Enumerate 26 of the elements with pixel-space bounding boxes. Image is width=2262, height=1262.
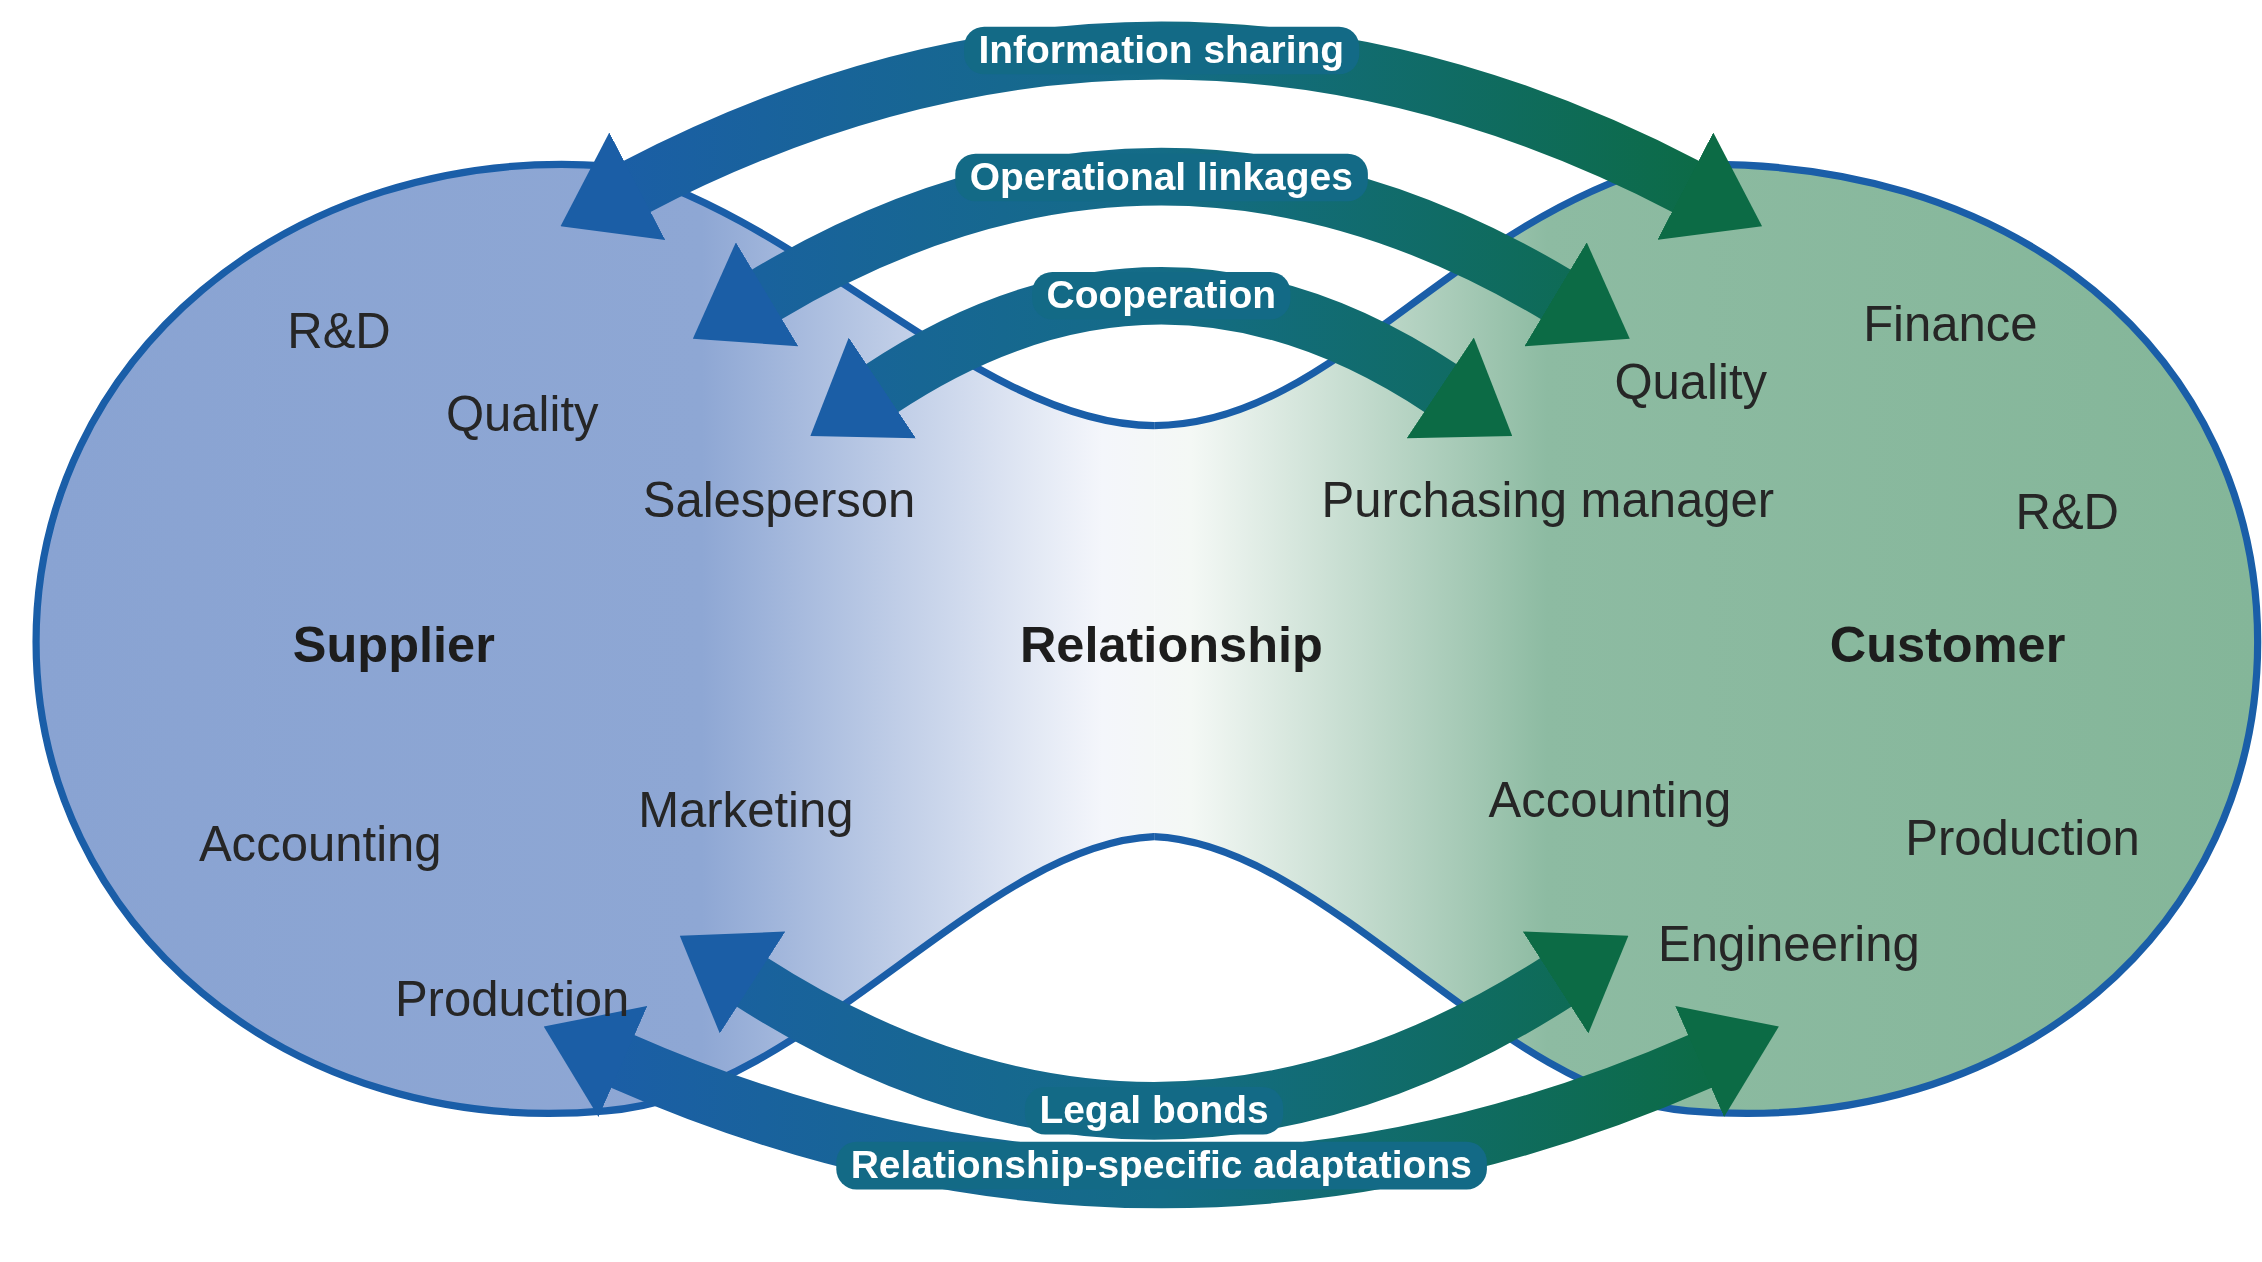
double-arrow — [691, 148, 1632, 348]
department-label: R&D — [287, 303, 391, 360]
node-title: Customer — [1829, 616, 2066, 674]
department-label: Salesperson — [642, 472, 916, 529]
department-label: Marketing — [638, 782, 854, 839]
department-label: Production — [394, 971, 630, 1028]
department-label: Quality — [445, 385, 599, 443]
edge-label: Legal bonds — [1024, 1087, 1284, 1135]
department-label: Quality — [1614, 354, 1768, 411]
edge-label: Relationship-specific adaptations — [836, 1141, 1487, 1189]
department-label: Finance — [1863, 296, 2038, 353]
edge-label: Operational linkages — [955, 152, 1368, 201]
edge-label: Cooperation — [1032, 271, 1291, 320]
department-label: R&D — [2015, 484, 2120, 541]
department-label: Engineering — [1657, 916, 1920, 974]
edge-label: Information sharing — [964, 26, 1359, 75]
double-arrow — [678, 930, 1631, 1140]
node-title: Supplier — [292, 616, 495, 674]
double-arrow — [559, 21, 1764, 241]
double-arrow — [542, 1005, 1780, 1208]
department-label: Production — [1905, 810, 2140, 867]
department-label: Accounting — [198, 815, 442, 873]
department-label: Accounting — [1488, 772, 1732, 829]
department-label: Purchasing manager — [1321, 472, 1775, 529]
double-arrow — [808, 267, 1514, 440]
node-title: Relationship — [1019, 616, 1323, 674]
